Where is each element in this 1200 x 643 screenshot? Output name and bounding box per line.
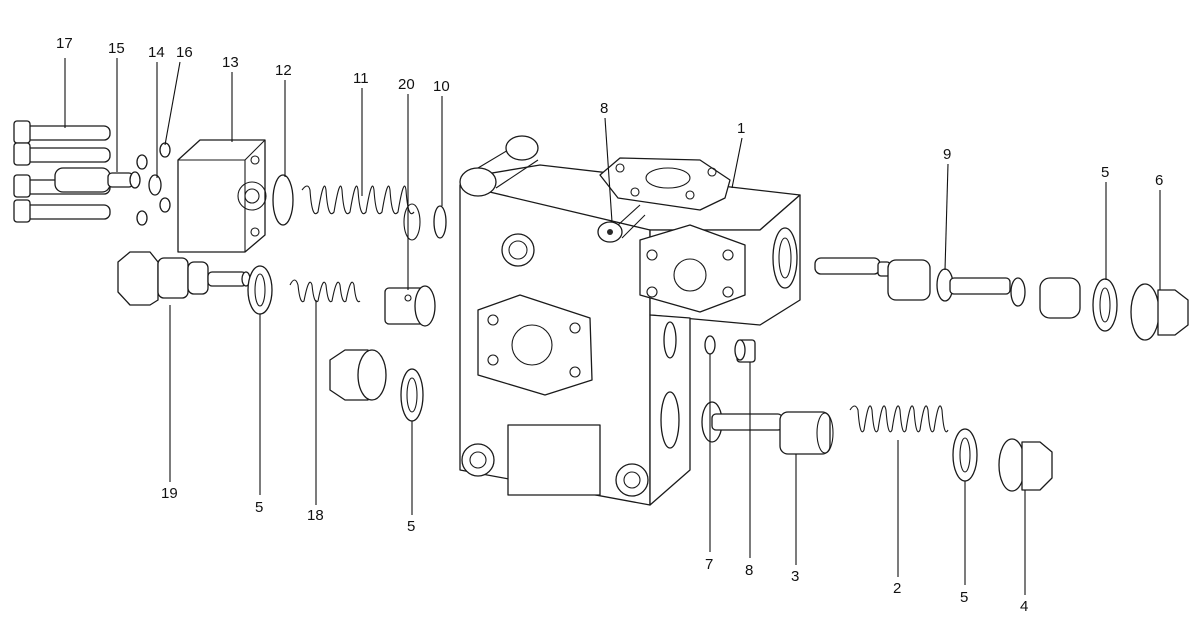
- callout-7: 7: [705, 556, 713, 573]
- part-13-end-cap: [177, 139, 267, 253]
- callout-8-top: 8: [600, 100, 608, 117]
- part-15-plug: [54, 167, 141, 193]
- callout-2: 2: [893, 580, 901, 597]
- callout-5-lower-right: 5: [960, 589, 968, 606]
- callout-5-mid: 5: [407, 518, 415, 535]
- part-5-seal-right: [1092, 278, 1118, 332]
- callout-12: 12: [275, 62, 292, 79]
- part-5-seal-left: [247, 265, 273, 315]
- part-5-seal-lower-right: [952, 428, 978, 482]
- part-20-cap: [384, 285, 436, 327]
- left-plug: [329, 349, 387, 401]
- part-7-ring: [704, 335, 716, 355]
- part-9-spool: [814, 257, 1081, 319]
- callout-1: 1: [737, 120, 745, 137]
- callout-5-right: 5: [1101, 164, 1109, 181]
- callout-3: 3: [791, 568, 799, 585]
- callout-15: 15: [108, 40, 125, 57]
- callout-16: 16: [176, 44, 193, 61]
- callout-9: 9: [943, 146, 951, 163]
- callout-19: 19: [161, 485, 178, 502]
- callout-11: 11: [353, 70, 369, 87]
- leader-lines: [64, 58, 1161, 595]
- part-6-plug: [1130, 283, 1189, 341]
- part-8-small-plug: [734, 339, 756, 363]
- part-12-ring: [272, 174, 294, 226]
- callout-20: 20: [398, 76, 415, 93]
- part-11-spring: [301, 185, 421, 241]
- valve-body: [459, 135, 801, 506]
- part-8-top-plug: [597, 204, 646, 243]
- callout-17: 17: [56, 35, 73, 52]
- part-18-spring: [289, 279, 361, 303]
- callout-10: 10: [433, 78, 450, 95]
- part-3-spool: [701, 401, 834, 455]
- part-5-seal-mid: [400, 368, 424, 422]
- part-2-spring: [849, 405, 949, 433]
- callout-6: 6: [1155, 172, 1163, 189]
- callout-5-left: 5: [255, 499, 263, 516]
- part-19-spool: [117, 251, 251, 306]
- callout-13: 13: [222, 54, 239, 71]
- callout-14: 14: [148, 44, 165, 61]
- part-4-plug: [998, 438, 1053, 492]
- callout-4: 4: [1020, 598, 1028, 615]
- callout-8-bottom: 8: [745, 562, 753, 579]
- part-14-16-rings: [136, 142, 171, 226]
- part-10-ring: [433, 205, 447, 239]
- callout-18: 18: [307, 507, 324, 524]
